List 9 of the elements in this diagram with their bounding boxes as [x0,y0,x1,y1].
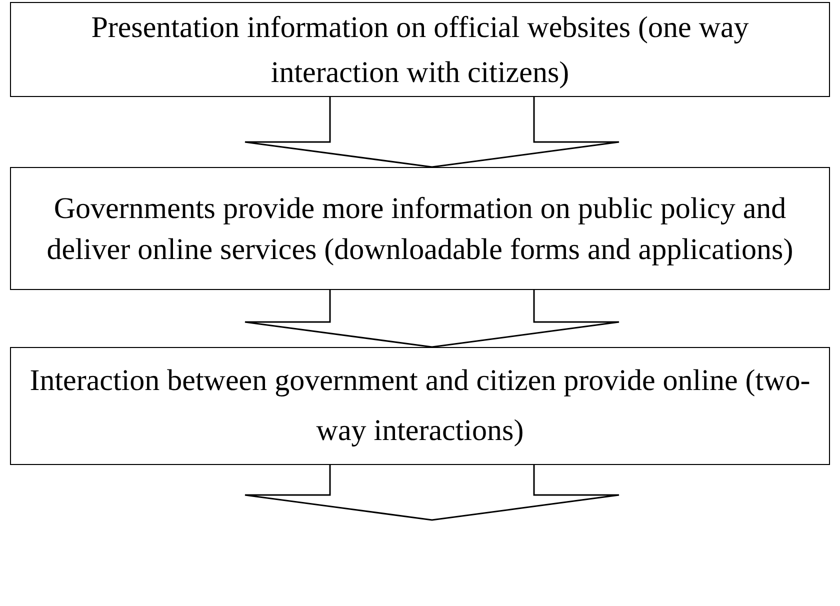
box-text: Governments provide more information on public policy and deliver online services (downloadable forms and applications) [46,190,794,268]
block-arrow [244,464,620,521]
process-box [10,2,830,97]
block-arrow [244,96,620,168]
process-box [10,167,830,290]
block-arrow [244,289,620,348]
process-box [10,347,830,465]
box-text: Presentation information on official websites (one way interaction with citizens) [90,10,750,90]
box-text: Interaction between government and citizen provide online (two-way interactions) [28,363,812,449]
